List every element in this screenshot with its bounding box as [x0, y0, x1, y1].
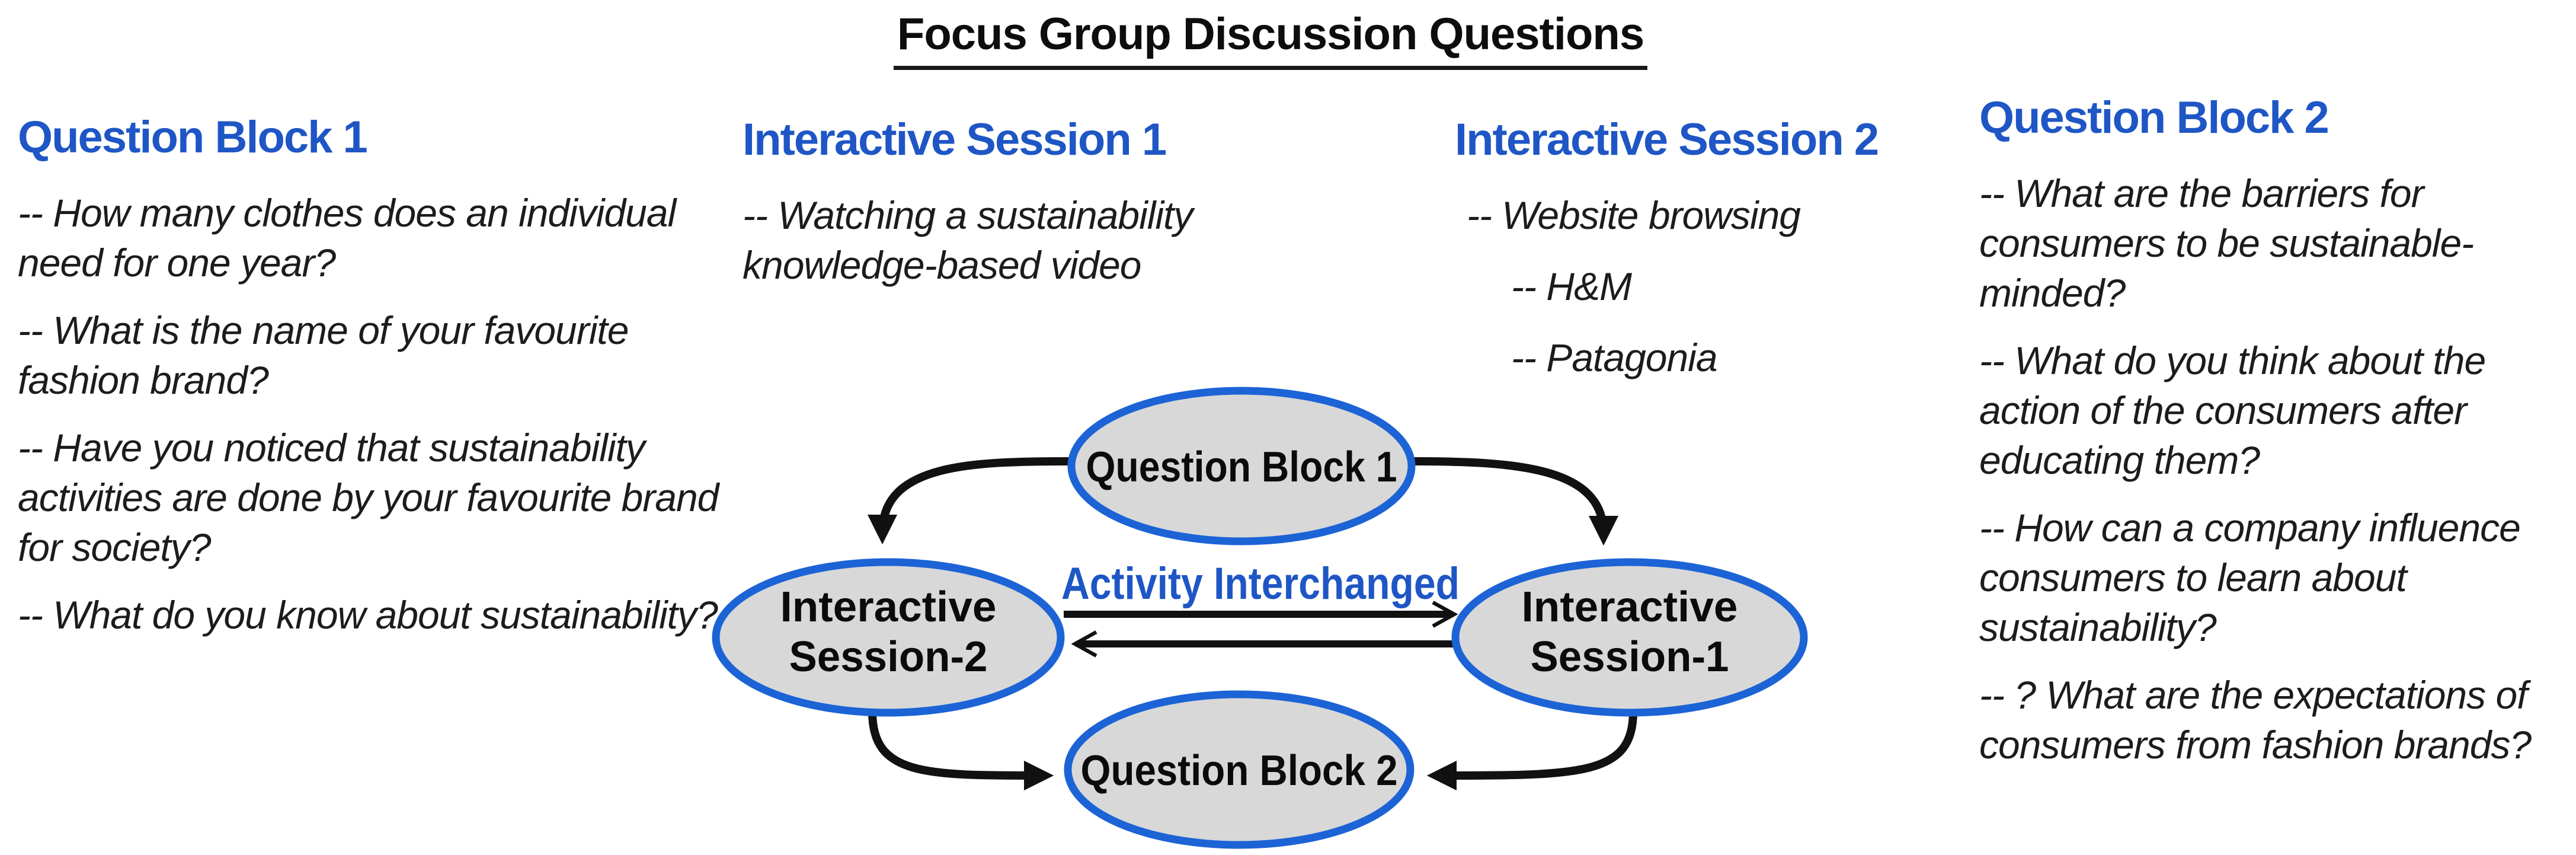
node-question-block-2-label: Question Block 2 [1081, 747, 1398, 795]
node-interactive-session-1-ellipse [1451, 558, 1808, 717]
node-interactive-session-2-label-line1: Interactive [780, 583, 997, 631]
activity-interchanged-label: Activity Interchanged [1061, 559, 1460, 609]
node-interactive-session-2-ellipse [712, 558, 1065, 717]
node-question-block-2-ellipse [1064, 690, 1415, 849]
interactive-session-2-heading: Interactive Session 2 [1455, 114, 1879, 165]
session-activity-subitem: -- Patagonia [1511, 336, 1718, 379]
node-interactive-session-2-label-line2: Session-2 [789, 633, 988, 681]
arrow-session1-to-qb2 [1426, 711, 1637, 791]
question-item: -- What is the name of your favourite fa… [18, 308, 629, 402]
question-item: -- What do you know about sustainability… [18, 593, 718, 637]
node-interactive-session-1-label-line1: Interactive [1522, 583, 1738, 631]
flow-diagram: Question Block 1 Interactive Session-2 I… [712, 387, 1808, 849]
session-activity-item: -- Website browsing [1467, 193, 1801, 237]
session-activity-subitem: -- H&M [1511, 264, 1632, 308]
interactive-session-1-heading: Interactive Session 1 [743, 114, 1167, 165]
question-item: -- Have you noticed that sustainability … [18, 426, 719, 569]
node-question-block-1-label: Question Block 1 [1086, 444, 1397, 491]
column-interactive-session-1: Interactive Session 1 -- Watching a sust… [743, 114, 1311, 308]
question-item: -- What are the barriers for consumers t… [1979, 171, 2474, 315]
question-item: -- How many clothes does an individual n… [18, 191, 676, 285]
question-item: -- What do you think about the action of… [1979, 339, 2486, 482]
column-question-block-1: Question Block 1 -- How many clothes doe… [18, 111, 723, 658]
arrow-session2-to-qb2 [868, 711, 1054, 791]
question-block-1-heading: Question Block 1 [18, 112, 368, 162]
column-question-block-2: Question Block 2 -- What are the barrier… [1979, 92, 2576, 787]
session-activity-item: -- Watching a sustainability knowledge-b… [743, 193, 1193, 287]
question-block-2-heading: Question Block 2 [1979, 92, 2329, 143]
node-question-block-1-ellipse [1067, 387, 1416, 545]
page-title: Focus Group Discussion Questions [893, 8, 1648, 70]
arrow-qb1-to-session1 [1411, 457, 1619, 546]
arrow-qb1-to-session2 [867, 457, 1072, 545]
column-interactive-session-2: Interactive Session 2 -- Website browsin… [1455, 114, 1941, 404]
question-item: -- ? What are the expectations of consum… [1979, 673, 2532, 767]
question-item: -- How can a company influence consumers… [1979, 506, 2521, 649]
node-interactive-session-1-label-line2: Session-1 [1531, 633, 1729, 681]
